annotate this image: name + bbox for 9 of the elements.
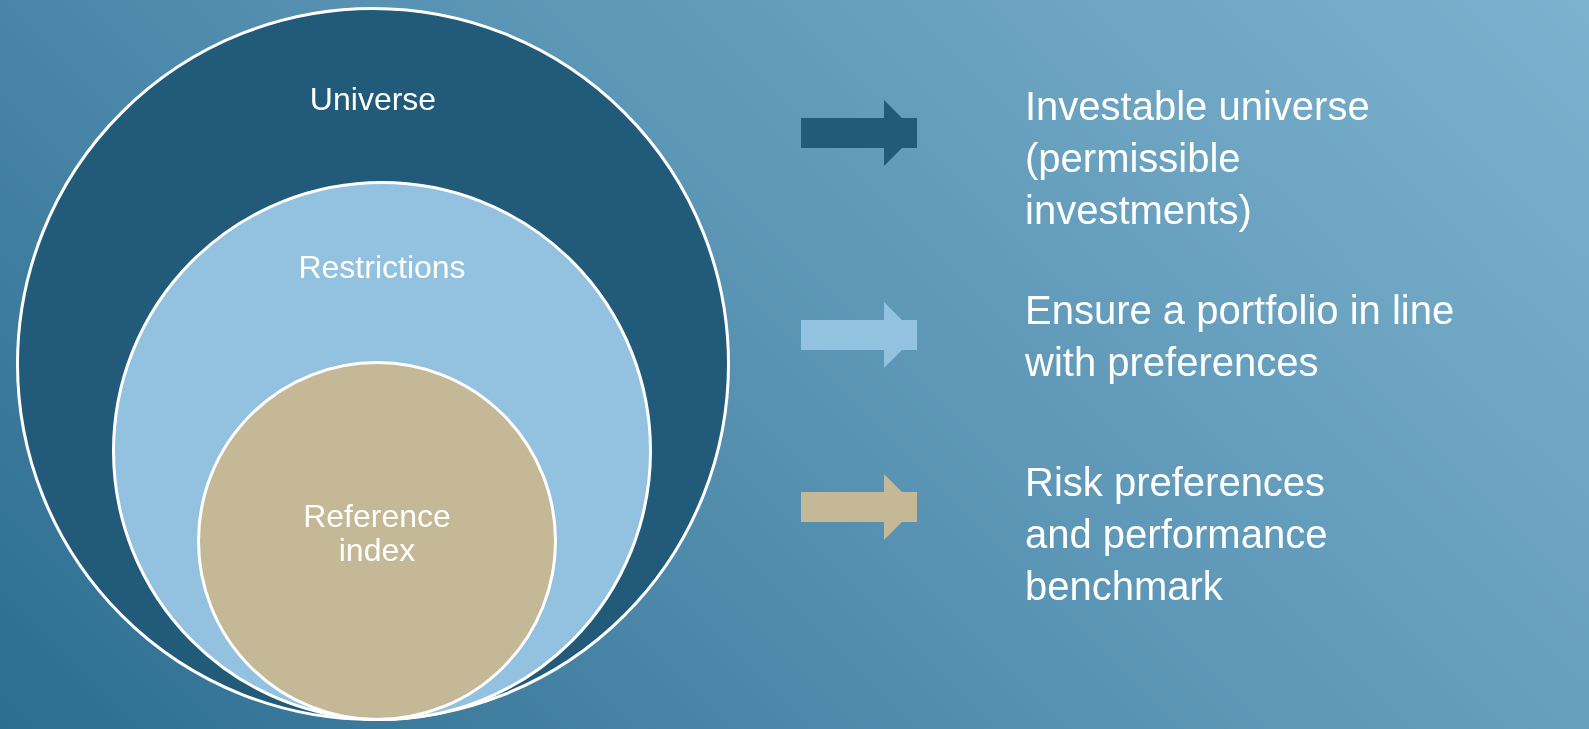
arrow bbox=[801, 100, 917, 166]
circle-label: Reference index bbox=[302, 499, 452, 567]
circle-label: Restrictions bbox=[298, 250, 466, 284]
arrow bbox=[801, 474, 917, 540]
description-text: Risk preferences and performance benchmark bbox=[950, 456, 1370, 612]
arrow bbox=[801, 302, 917, 368]
circle-label: Universe bbox=[309, 82, 437, 116]
description-text: Ensure a portfolio in line with preferences bbox=[950, 284, 1495, 388]
description-text: Investable universe (permissible investments) bbox=[950, 80, 1475, 236]
